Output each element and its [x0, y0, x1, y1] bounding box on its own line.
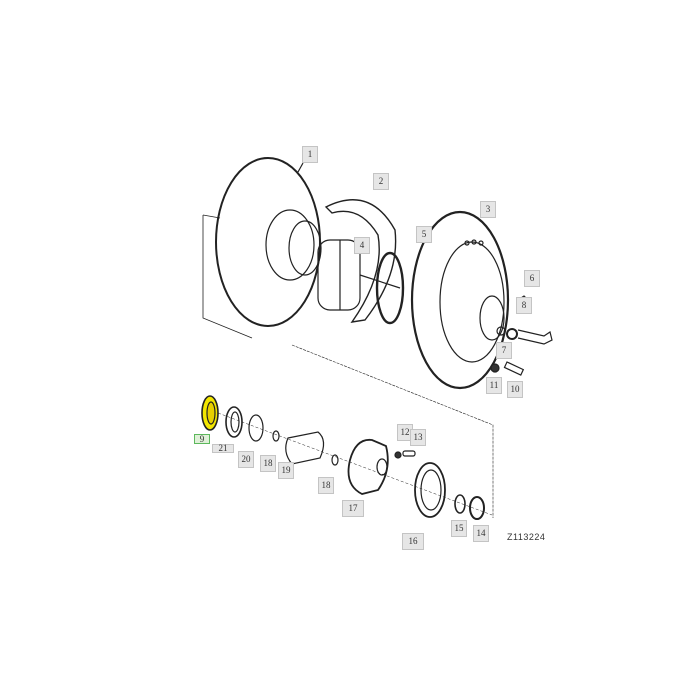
part-18-washer-b [331, 454, 339, 466]
frame-line [291, 344, 494, 518]
callout-part-2[interactable]: 2 [373, 173, 389, 190]
part-10-bolt [503, 361, 525, 376]
callout-part-20[interactable]: 20 [238, 451, 254, 468]
part-16-plate [414, 462, 446, 518]
part-8-ring [506, 328, 518, 340]
callout-part-15[interactable]: 15 [451, 520, 467, 537]
part-21-bearing [225, 406, 243, 438]
callout-part-18[interactable]: 18 [260, 455, 276, 472]
callout-part-7[interactable]: 7 [496, 342, 512, 359]
part-13-pin [402, 450, 416, 457]
callout-part-5[interactable]: 5 [416, 226, 432, 243]
part-1-disc [215, 157, 321, 327]
callout-part-3[interactable]: 3 [480, 201, 496, 218]
callout-part-21[interactable]: 21 [212, 444, 234, 453]
callout-part-8[interactable]: 8 [516, 297, 532, 314]
part-12-fitting [394, 451, 402, 459]
part-20-ring [248, 414, 264, 442]
frame-line [202, 215, 253, 339]
part-18-washer [272, 430, 280, 442]
callout-part-10[interactable]: 10 [507, 381, 523, 398]
callout-part-4[interactable]: 4 [354, 237, 370, 254]
part-5-ring [375, 251, 405, 325]
callout-part-13[interactable]: 13 [410, 429, 426, 446]
part-15-ring [454, 494, 466, 514]
callout-part-18[interactable]: 18 [318, 477, 334, 494]
callout-part-19[interactable]: 19 [278, 462, 294, 479]
callout-part-6[interactable]: 6 [524, 270, 540, 287]
drawing-reference-code: Z113224 [507, 532, 546, 542]
part-11-nut [490, 363, 500, 373]
callout-part-1[interactable]: 1 [302, 146, 318, 163]
callout-part-17[interactable]: 17 [342, 500, 364, 517]
shaft-end [517, 329, 553, 345]
callout-part-16[interactable]: 16 [402, 533, 424, 550]
part-2-band [324, 199, 397, 323]
callout-part-14[interactable]: 14 [473, 525, 489, 542]
callout-part-9[interactable]: 9 [194, 434, 210, 444]
part-3-disc [410, 210, 510, 390]
callout-part-11[interactable]: 11 [486, 377, 502, 394]
part-7-ring [496, 326, 506, 336]
part-14-bearing [469, 496, 485, 520]
part-17-hub [347, 438, 389, 495]
part-19-sleeve [285, 431, 325, 465]
